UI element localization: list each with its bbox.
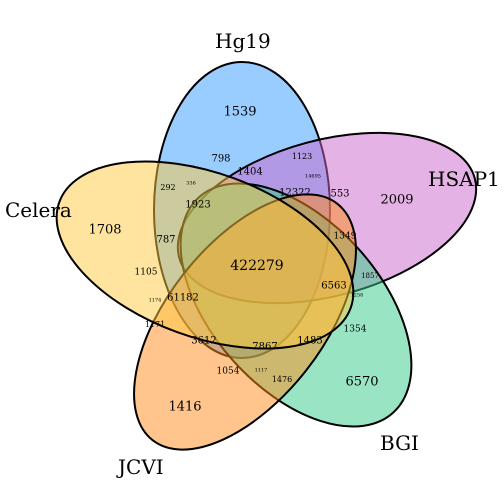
hg19-set-label: Hg19 [215, 29, 271, 53]
region-count-14695: 14695 [305, 174, 321, 180]
region-jcvi-only-count: 1416 [168, 400, 201, 415]
region-count-1123: 1123 [292, 152, 312, 161]
region-count-1404: 1404 [237, 167, 262, 178]
region-count-1174: 1174 [149, 298, 162, 304]
region-count-1354: 1354 [344, 325, 367, 335]
region-count-3612: 3612 [191, 336, 216, 347]
region-count-336: 336 [186, 181, 196, 187]
hsap1-set-label: HSAP1 [428, 167, 500, 191]
jcvi-set-label: JCVI [116, 455, 164, 479]
bgi-set-label: BGI [380, 431, 419, 455]
region-count-1923: 1923 [185, 200, 210, 211]
region-count-798: 798 [211, 154, 230, 165]
region-count-61182: 61182 [167, 293, 199, 304]
region-hg19-only-count: 1539 [223, 105, 256, 120]
region-hsap1-only-count: 2009 [380, 193, 413, 208]
region-center-count: 422279 [230, 258, 283, 274]
celera-set-ellipse [55, 160, 355, 350]
region-count-1349: 1349 [334, 232, 357, 242]
region-count-7867: 7867 [252, 342, 277, 353]
region-count-553: 553 [330, 189, 349, 200]
region-count-1476: 1476 [272, 375, 292, 384]
region-count-787: 787 [156, 235, 175, 246]
region-count-292: 292 [160, 183, 175, 192]
region-count-6563: 6563 [321, 281, 346, 292]
region-count-1171: 1171 [145, 320, 165, 329]
region-count-1483: 1483 [297, 336, 322, 347]
region-count-12322: 12322 [279, 188, 311, 199]
region-count-1117: 1117 [255, 368, 268, 374]
region-count-1857: 1857 [361, 272, 379, 280]
region-celera-only-count: 1708 [88, 223, 121, 238]
celera-set-label: Celera [5, 198, 72, 222]
region-bgi-only-count: 6570 [345, 375, 378, 390]
region-count-1258: 1258 [351, 293, 364, 299]
region-count-1054: 1054 [217, 367, 240, 377]
region-count-1105: 1105 [135, 268, 158, 278]
